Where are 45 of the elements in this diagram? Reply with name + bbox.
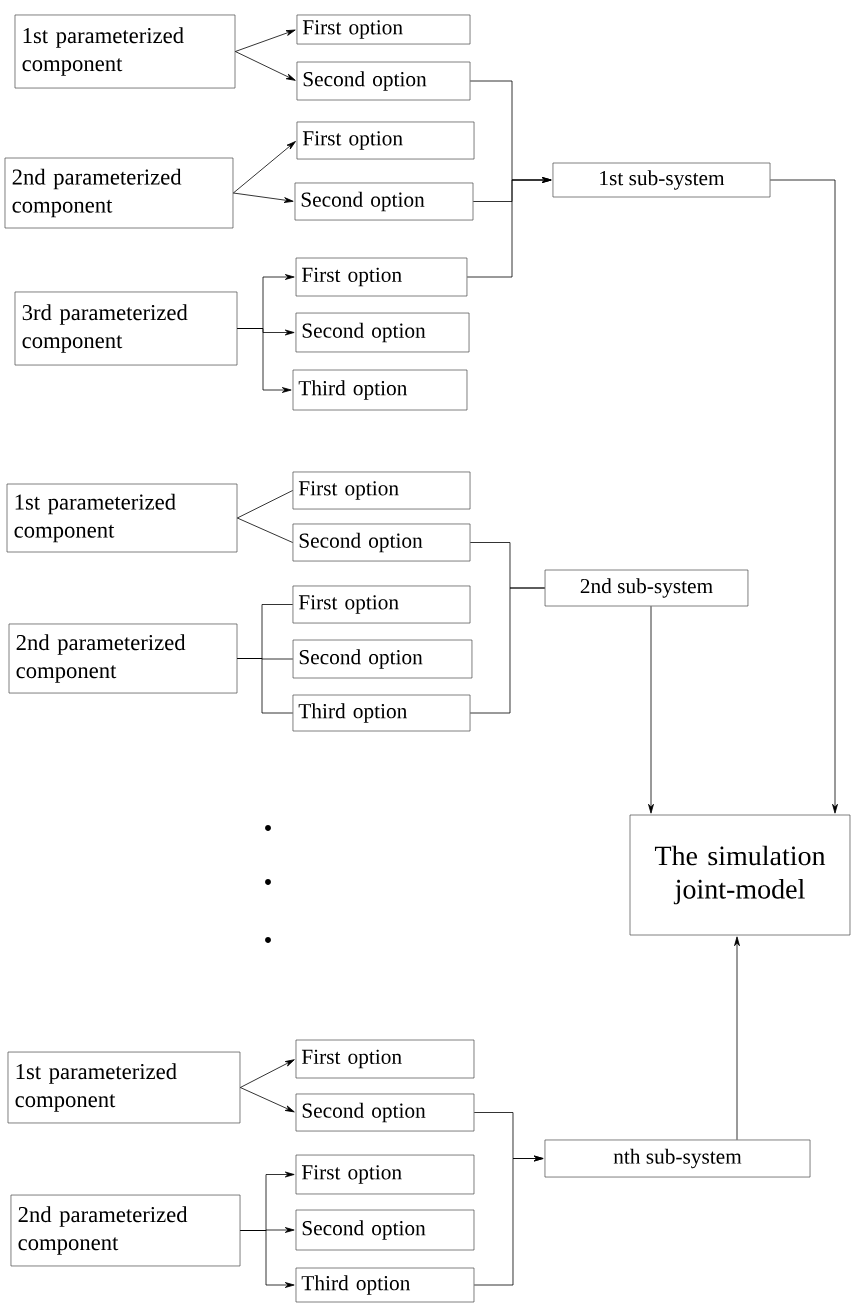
connector <box>239 1230 295 1288</box>
option-box: Second option <box>296 61 471 101</box>
component-box: 1st parameterized component <box>7 1051 241 1124</box>
connector <box>466 177 552 278</box>
subsystem-box: nth sub-system <box>544 1139 811 1178</box>
connector <box>769 179 838 814</box>
component-box: 3rd parameterized component <box>14 291 238 366</box>
component-box: 2nd parameterized component <box>8 623 238 694</box>
option-box: First option <box>296 121 475 160</box>
model-box: The simulation joint-model <box>629 814 851 936</box>
component-box: 1st parameterized component <box>14 14 236 89</box>
option-box: First option <box>295 1154 475 1195</box>
connector <box>236 328 292 393</box>
option-box: First option <box>295 257 468 297</box>
connector <box>648 605 654 814</box>
subsystem-box: 1st sub-system <box>552 162 771 198</box>
connector <box>236 490 294 519</box>
connector <box>232 141 296 194</box>
option-box: Second option <box>294 182 474 221</box>
option-box: Third option <box>292 694 471 732</box>
connector <box>239 1059 295 1088</box>
option-box: Second option <box>292 523 471 562</box>
component-box: 2nd parameterized component <box>4 157 234 229</box>
connector <box>734 936 740 1141</box>
connector <box>234 51 296 81</box>
option-box: First option <box>295 1039 475 1079</box>
connector <box>473 1155 544 1286</box>
option-box: Second option <box>295 1093 475 1132</box>
option-box: Second option <box>295 1209 475 1251</box>
component-box: 1st parameterized component <box>6 483 238 553</box>
option-box: First option <box>292 585 471 624</box>
option-box: Third option <box>295 1267 475 1303</box>
component-box: 2nd parameterized component <box>10 1194 241 1267</box>
connector <box>232 192 294 203</box>
option-box: Second option <box>295 312 470 353</box>
connector <box>234 29 296 52</box>
option-box: First option <box>292 471 471 510</box>
connector <box>239 1087 295 1113</box>
option-box: Second option <box>292 639 473 679</box>
connector <box>236 517 294 543</box>
connector <box>236 658 294 714</box>
connector <box>469 587 546 714</box>
subsystem-box: 2nd sub-system <box>544 569 749 607</box>
option-box: First option <box>296 14 471 45</box>
option-box: Third option <box>292 369 468 411</box>
